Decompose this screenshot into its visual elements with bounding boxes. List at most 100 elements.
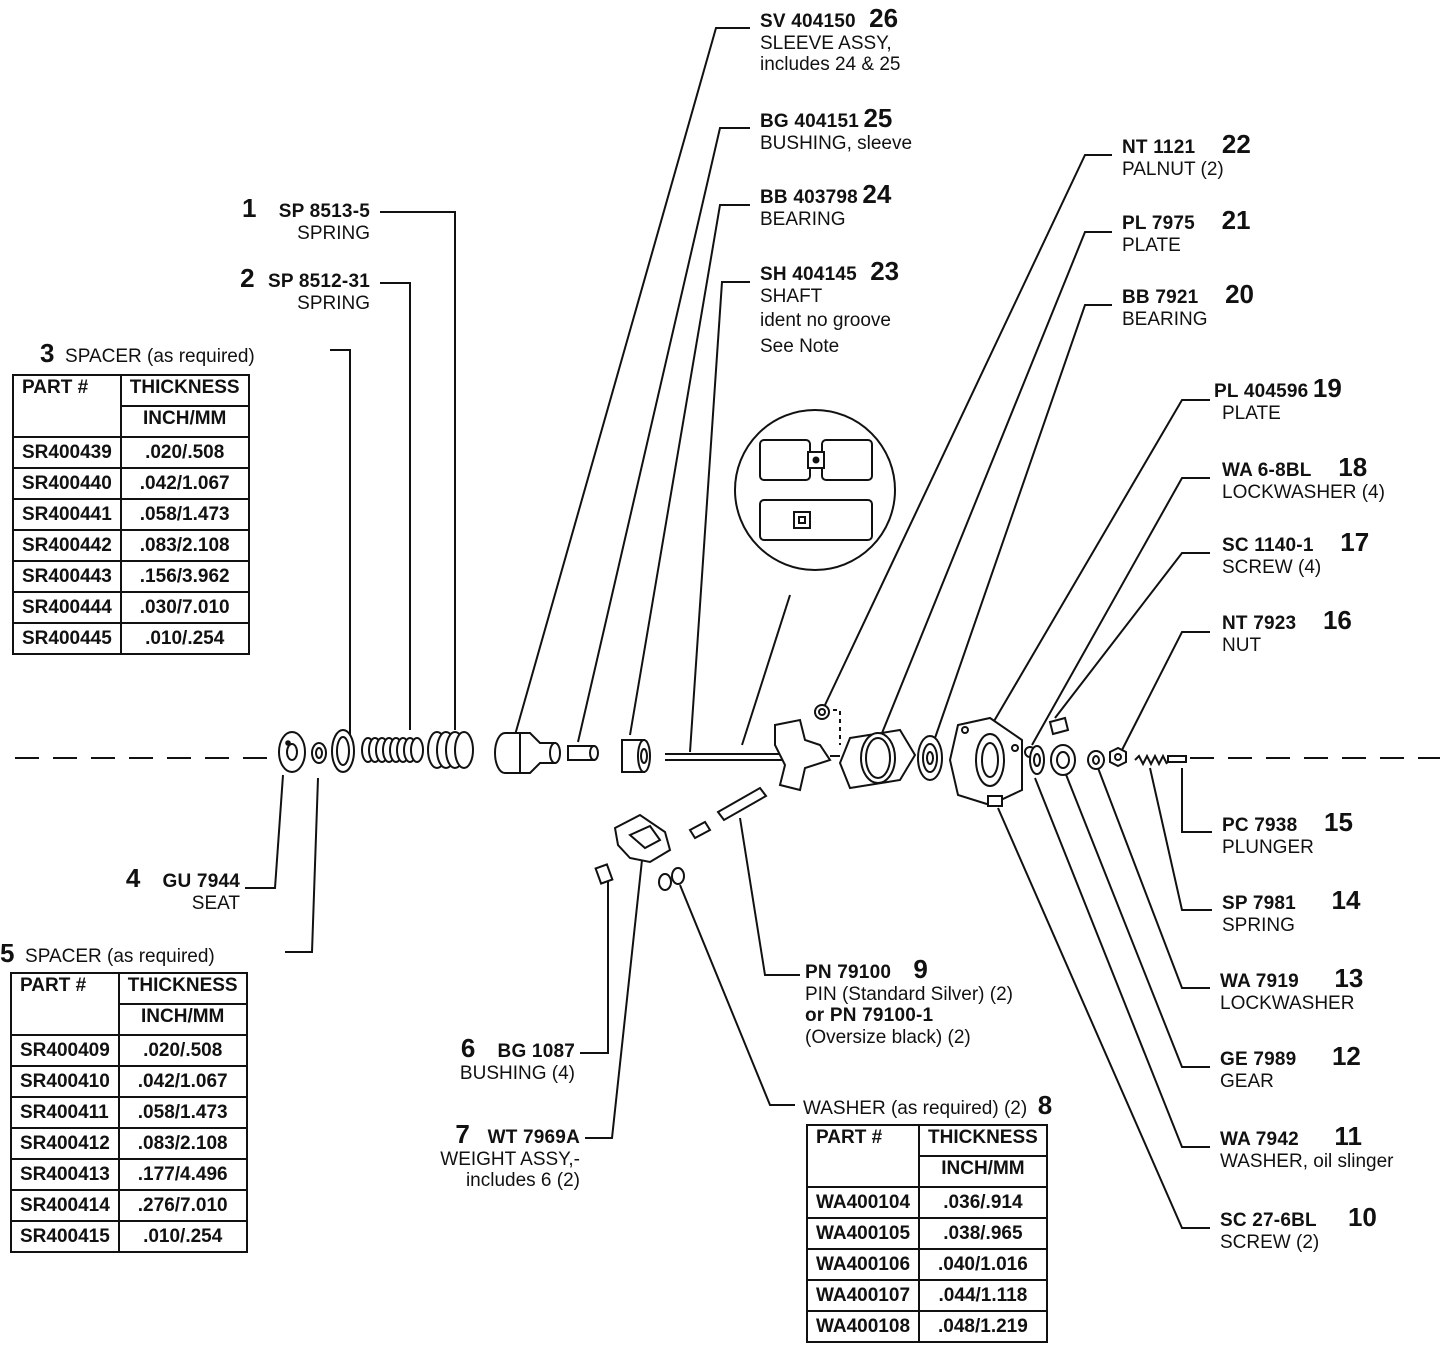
callout-11-number: 11 [1334, 1121, 1362, 1151]
callout-23: SH 404145 23 SHAFT ident no groove See N… [760, 256, 900, 357]
callout-12-part-number: GE 7989 [1220, 1049, 1297, 1070]
callout-13: WA 7919 13 LOCKWASHER [1220, 963, 1363, 1014]
thickness-cell: .010/.254 [117, 1220, 248, 1253]
callout-10-part-number: SC 27-6BL [1220, 1210, 1317, 1231]
part-number-cell: WA400107 [805, 1279, 921, 1312]
callout-6-part-number: BG 1087 [497, 1041, 575, 1062]
callout-10-description: SCREW (2) [1220, 1232, 1320, 1254]
callout-9: PN 79100 9 PIN (Standard Silver) (2) or … [805, 954, 1013, 1048]
leader-3 [330, 349, 351, 735]
callout-25-description: BUSHING, sleeve [760, 133, 913, 155]
callout-20-description: BEARING [1122, 309, 1208, 331]
callout-19-number: 19 [1312, 373, 1342, 403]
part-number-cell: SR400440 [12, 467, 122, 500]
screw-17-drawing [1048, 716, 1070, 736]
leader-20 [934, 304, 1112, 739]
callout-2-description: SPRING [297, 293, 370, 315]
callout-7-description: WEIGHT ASSY,- [440, 1149, 580, 1171]
thickness-cell: .010/.254 [119, 622, 250, 655]
part-number-cell: SR400445 [12, 622, 122, 655]
callout-23-number: 23 [870, 256, 900, 286]
callout-25-number: 25 [863, 103, 893, 133]
thickness-cell: .058/1.473 [117, 1096, 248, 1129]
leader-19 [989, 399, 1210, 729]
callout-18-description: LOCKWASHER (4) [1222, 482, 1385, 504]
leader-11 [1034, 777, 1210, 1148]
callout-7-part-number: WT 7969A [487, 1127, 580, 1148]
callout-12-number: 12 [1331, 1041, 1361, 1071]
table-header-row: INCH/MM [807, 1155, 1048, 1188]
callout-16-part-number: NT 7923 [1222, 613, 1297, 634]
callout-16-description: NUT [1222, 635, 1262, 657]
callout-26-description: SLEEVE ASSY, [760, 33, 892, 55]
callout-21-description: PLATE [1122, 235, 1181, 257]
col-part-header: PART # [805, 1124, 921, 1188]
part-number-cell: SR400415 [10, 1220, 120, 1253]
washer-8-table: PART # THICKNESS INCH/MM WA400104.036/.9… [805, 1124, 1048, 1343]
leader-15 [1181, 768, 1212, 833]
leader-13 [1097, 767, 1210, 989]
sleeve-assy-26-drawing [494, 732, 561, 774]
callout-9-number: 9 [913, 954, 928, 984]
leader-4 [245, 774, 284, 889]
callout-15-description: PLUNGER [1222, 837, 1314, 859]
screw-10-drawing [987, 795, 1003, 807]
callout-6: 6 BG 1087 BUSHING (4) [400, 1033, 575, 1084]
part-number-cell: SR400439 [12, 436, 122, 469]
callout-17: SC 1140-1 17 SCREW (4) [1222, 527, 1370, 579]
callout-24-number: 24 [862, 179, 892, 209]
table-row: SR400439.020/.508 [12, 436, 250, 469]
callout-24-description: BEARING [760, 209, 846, 231]
thickness-cell: .044/1.118 [918, 1279, 1048, 1312]
washer-8-caption: WASHER (as required) (2) 8 [803, 1090, 1052, 1121]
callout-1-part-number: SP 8513-5 [278, 201, 370, 222]
callout-2: 2 SP 8512-31 SPRING [200, 263, 370, 315]
leader-23 [689, 281, 750, 753]
callout-13-part-number: WA 7919 [1220, 971, 1299, 992]
callout-1: 1 SP 8513-5 SPRING [200, 193, 370, 245]
inset-shaft-top [759, 439, 873, 481]
col-part-header: PART # [12, 374, 122, 438]
callout-1-description: SPRING [297, 223, 370, 245]
bushing-6-drawing [594, 863, 614, 885]
leader-14 [1149, 767, 1212, 911]
spacer-3-caption: 3 SPACER (as required) [40, 338, 255, 369]
col-units-header: INCH/MM [117, 1003, 248, 1036]
callout-11-description: WASHER, oil slinger [1220, 1151, 1394, 1173]
spacer-5-table: PART # THICKNESS INCH/MM SR400409.020/.5… [10, 972, 248, 1253]
callout-22-description: PALNUT (2) [1122, 159, 1224, 181]
leader-10 [997, 807, 1210, 1229]
spacer-5-caption: 5 SPACER (as required) [0, 938, 215, 969]
callout-2-number: 2 [240, 263, 255, 293]
spacer-5-caption-text: SPACER (as required) [25, 946, 215, 967]
part-number-cell: SR400413 [10, 1158, 120, 1191]
callout-26: SV 404150 26 SLEEVE ASSY, includes 24 & … [760, 3, 901, 76]
part-number-cell: WA400105 [805, 1217, 921, 1250]
callout-14-description: SPRING [1222, 915, 1295, 937]
callout-11-part-number: WA 7942 [1220, 1129, 1299, 1150]
callout-16: NT 7923 16 NUT [1222, 605, 1352, 657]
spring-2-drawing [361, 737, 424, 763]
callout-9-part-number: PN 79100 [805, 962, 892, 983]
callout-2-part-number: SP 8512-31 [267, 271, 370, 292]
callout-16-number: 16 [1322, 605, 1352, 635]
washer-8-drawing [658, 867, 685, 891]
table-row: SR400444.030/7.010 [12, 591, 250, 624]
leader-26 [514, 27, 750, 736]
table-row: SR400410.042/1.067 [10, 1065, 248, 1098]
callout-15-part-number: PC 7938 [1222, 815, 1298, 836]
callout-17-description: SCREW (4) [1222, 557, 1322, 579]
callout-17-number: 17 [1340, 527, 1370, 557]
part-number-cell: SR400410 [10, 1065, 120, 1098]
callout-23-description-3: See Note [760, 335, 840, 357]
thickness-cell: .020/.508 [117, 1034, 248, 1067]
callout-22-part-number: NT 1121 [1122, 137, 1196, 158]
callout-21-number: 21 [1221, 205, 1251, 235]
callout-12: GE 7989 12 GEAR [1220, 1041, 1361, 1092]
thickness-cell: .042/1.067 [117, 1065, 248, 1098]
callout-4-number: 4 [125, 863, 141, 893]
table-row: WA400107.044/1.118 [805, 1279, 1048, 1312]
table-row: SR400413.177/4.496 [10, 1158, 248, 1191]
callout-21-part-number: PL 7975 [1122, 213, 1195, 234]
